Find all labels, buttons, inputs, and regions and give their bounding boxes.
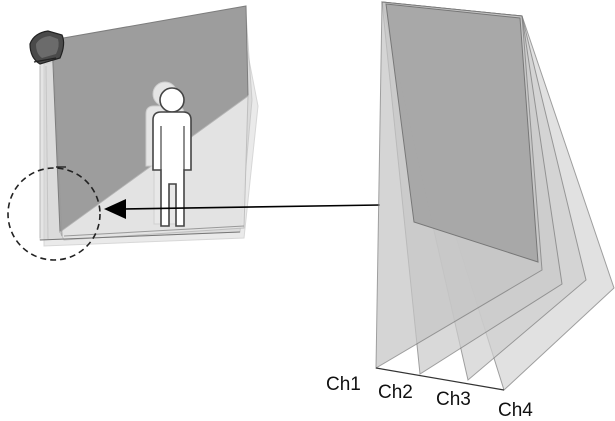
channel-baseline	[375, 367, 505, 391]
channel-label: Ch1	[326, 374, 361, 395]
beam-edge-line	[53, 65, 63, 237]
beam-edge-line	[45, 65, 49, 241]
channel-label: Ch3	[436, 389, 471, 410]
floor-line	[39, 231, 241, 241]
light-curtain-sensor-icon	[29, 30, 65, 65]
person-icon	[145, 81, 192, 227]
channel-core-plane	[385, 3, 539, 263]
left-scene	[7, 5, 259, 261]
channel-label: Ch2	[378, 382, 413, 403]
floor-line	[63, 225, 245, 237]
detail-marker-dashed-circle	[7, 167, 101, 261]
channel-fan: Ch1 Ch2 Ch3 Ch4	[326, 1, 615, 421]
channel-label: Ch4	[498, 400, 533, 421]
arrow-left-icon	[104, 199, 381, 219]
